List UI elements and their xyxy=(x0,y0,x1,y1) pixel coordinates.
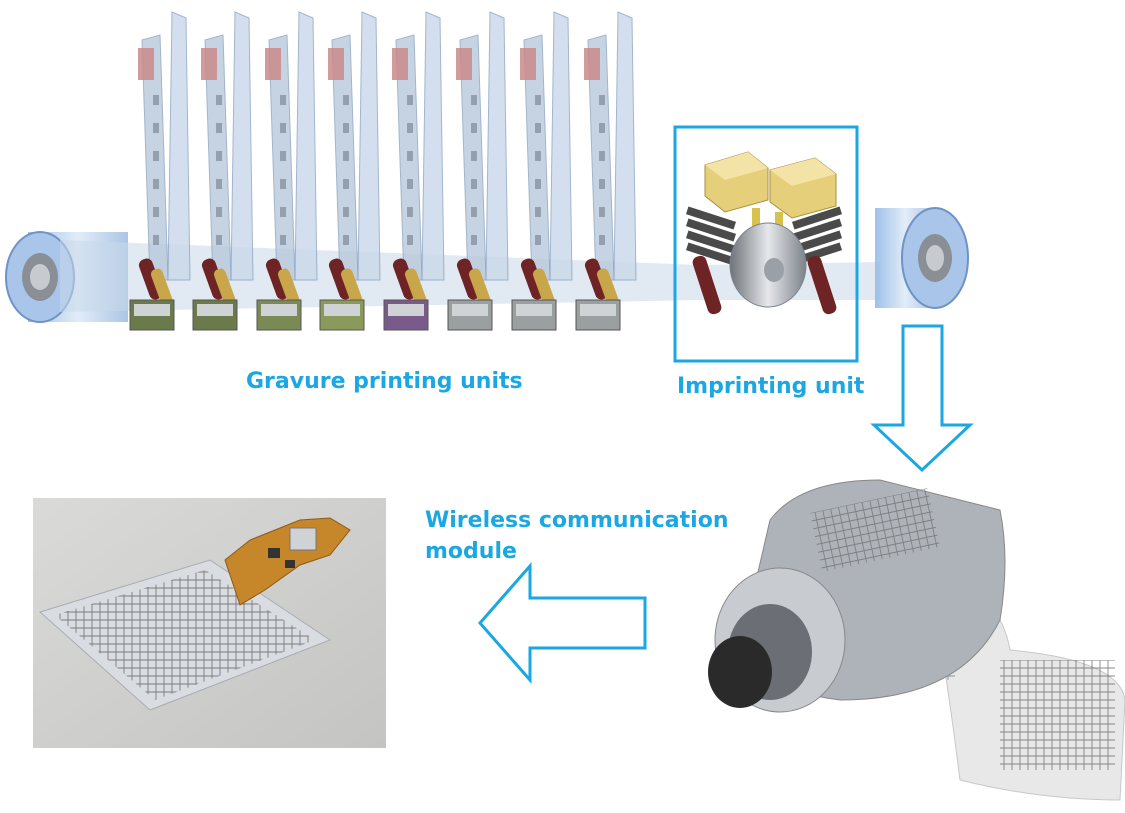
imprinting-unit-label: Imprinting unit xyxy=(677,374,865,399)
gravure-unit xyxy=(575,11,637,331)
rewind-roll xyxy=(875,207,969,309)
wireless-chip xyxy=(289,527,317,551)
gravure-unit xyxy=(319,11,381,331)
printed-sensor-roll xyxy=(708,479,1125,801)
press-blocks xyxy=(704,151,837,234)
gravure-unit xyxy=(383,11,445,331)
imprinting-unit xyxy=(673,125,859,363)
flow-arrow-left-icon xyxy=(478,562,647,684)
imprint-bars-left xyxy=(685,206,737,266)
gravure-unit xyxy=(447,11,509,331)
gravure-printing-units xyxy=(129,11,637,331)
flow-arrow-down-icon xyxy=(870,324,974,473)
gravure-unit xyxy=(192,11,254,331)
imprinting-unit-frame xyxy=(673,125,859,363)
gravure-unit xyxy=(129,11,191,331)
wireless-module-label-line2: module xyxy=(425,539,517,564)
gravure-printing-units-label: Gravure printing units xyxy=(246,369,523,394)
device-photo xyxy=(33,498,386,748)
wireless-module-label-line1: Wireless communication xyxy=(425,508,729,533)
gravure-unit xyxy=(511,11,573,331)
gravure-unit xyxy=(256,11,318,331)
